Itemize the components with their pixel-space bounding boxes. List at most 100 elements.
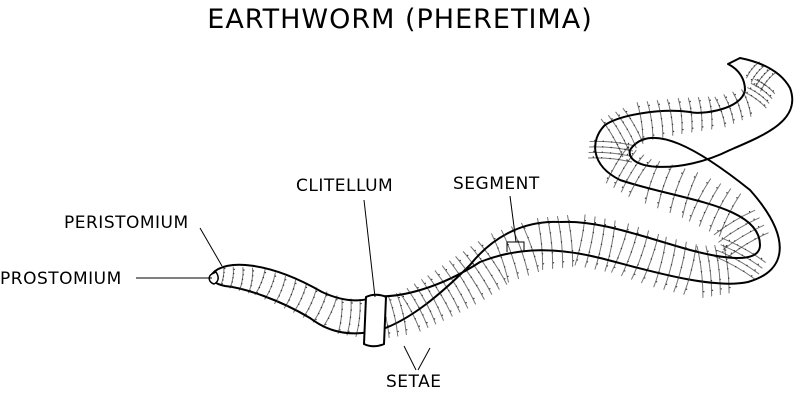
seta-dot	[681, 211, 684, 213]
seta-dot	[438, 273, 440, 276]
seta-dot	[644, 277, 646, 279]
seta-dot	[497, 247, 499, 249]
seta-dot	[759, 101, 761, 103]
seta-dot	[653, 172, 655, 175]
seta-dot	[351, 302, 353, 304]
seta-dot	[510, 253, 513, 255]
seta-dot	[350, 309, 352, 311]
seta-dot	[746, 74, 748, 77]
seta-dot	[614, 182, 616, 184]
seta-dot	[524, 227, 526, 229]
seta-dot	[757, 79, 759, 81]
seta-dot	[731, 113, 733, 115]
seta-dot	[558, 221, 561, 223]
seta-dot	[716, 187, 718, 189]
seta-dot	[602, 146, 604, 148]
seta-dot	[627, 142, 630, 145]
seta-dot	[527, 268, 529, 271]
seta-dot	[687, 193, 690, 196]
seta-dot	[308, 308, 310, 310]
seta-dot	[262, 276, 265, 279]
seta-dot	[753, 75, 755, 78]
seta-dot	[672, 198, 674, 200]
seta-dot	[570, 240, 573, 242]
seta-dot	[750, 112, 752, 114]
seta-dot	[608, 255, 611, 257]
leader-setae-2	[417, 347, 431, 371]
seta-dot	[310, 302, 313, 304]
seta-dot	[627, 160, 629, 162]
seta-dot	[719, 278, 721, 281]
seta-dot	[766, 69, 769, 71]
seta-dot	[433, 298, 435, 300]
seta-dot	[252, 270, 255, 272]
seta-dot	[742, 115, 744, 118]
seta-dot	[470, 276, 472, 278]
seta-dot	[615, 163, 617, 165]
seta-dot	[538, 223, 541, 225]
seta-dot	[476, 284, 478, 287]
seta-dot	[758, 69, 761, 71]
seta-dot	[612, 235, 615, 238]
seta-dot	[740, 110, 742, 112]
seta-dot	[241, 278, 244, 280]
seta-dot	[240, 287, 242, 290]
seta-dot	[561, 251, 564, 253]
seta-dot	[349, 316, 352, 318]
seta-dot	[615, 125, 617, 127]
seta-dot	[748, 211, 751, 213]
seta-dot	[623, 167, 625, 169]
seta-dot	[640, 121, 643, 123]
seta-dot	[614, 266, 616, 269]
seta-dot	[621, 151, 623, 153]
seta-dot	[437, 306, 439, 308]
seta-dot	[736, 244, 739, 246]
label-segment: SEGMENT	[453, 174, 540, 194]
seta-dot	[718, 105, 721, 107]
seta-dot	[747, 101, 749, 104]
seta-dot	[491, 274, 493, 277]
seta-dot	[640, 254, 643, 257]
seta-dot	[647, 235, 649, 238]
seta-dot	[671, 123, 674, 126]
seta-dot	[318, 312, 320, 315]
seta-dot	[746, 91, 748, 94]
seta-dot	[340, 322, 342, 324]
seta-dot	[618, 114, 620, 116]
seta-dot	[693, 206, 696, 209]
seta-dot	[600, 243, 603, 245]
seta-dot	[716, 99, 719, 101]
seta-dot	[668, 273, 670, 276]
seta-dot	[649, 112, 652, 114]
seta-dot	[712, 124, 714, 127]
seta-dot	[616, 143, 619, 146]
seta-dot	[500, 256, 503, 259]
seta-dot	[402, 313, 404, 315]
seta-dot	[722, 116, 725, 119]
seta-dot	[682, 128, 684, 131]
seta-dot	[400, 304, 402, 307]
seta-dot	[750, 87, 752, 89]
seta-dot	[699, 100, 701, 102]
seta-dot	[295, 282, 297, 285]
seta-dot	[572, 260, 575, 262]
seta-dot	[517, 240, 519, 242]
seta-dot	[760, 257, 763, 260]
worm-body	[210, 57, 794, 335]
seta-dot	[450, 310, 452, 312]
seta-dot	[560, 241, 563, 243]
seta-dot	[684, 202, 687, 204]
seta-dot	[619, 142, 621, 144]
seta-dot	[222, 275, 225, 277]
seta-dot	[551, 252, 554, 254]
seta-dot	[425, 302, 427, 304]
seta-dot	[761, 89, 764, 91]
seta-dot	[657, 202, 659, 204]
seta-dot	[460, 293, 462, 296]
seta-dot	[755, 83, 757, 85]
seta-dot	[422, 314, 424, 316]
seta-dot	[722, 251, 724, 253]
seta-dot	[463, 281, 465, 283]
seta-dot	[753, 83, 755, 85]
leader-segment	[509, 195, 517, 243]
